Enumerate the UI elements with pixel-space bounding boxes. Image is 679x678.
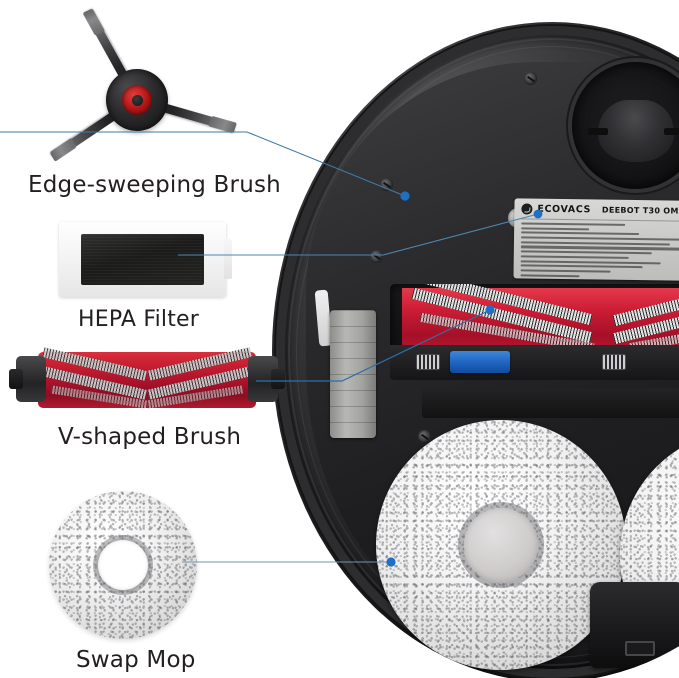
brand-name: ECOVACS [537,203,592,216]
filter-pull-tab [224,239,232,279]
drive-wheel [587,99,679,162]
brush-roller-body [38,347,256,409]
brush-end-cap [248,356,285,402]
mop-center-hole [98,540,148,590]
main-brush-bay [390,284,679,380]
brush-v-bristles [38,347,256,409]
label-edge-sweeping-brush: Edge-sweeping Brush [28,172,281,198]
v-shaped-brush-photo [9,344,285,416]
mop-module-bracket [590,582,679,668]
mop-hub [464,508,538,582]
screw [524,72,537,85]
screw [418,430,431,443]
brush-release-latch[interactable] [450,351,510,373]
installed-mop-pad-left [376,420,626,670]
wheel-axle-tab [663,128,679,136]
filter-mesh [81,234,204,285]
suction-inlet [422,388,679,418]
side-brush-hub [106,69,168,131]
spec-fine-print [520,222,679,277]
drive-wheel-well [572,62,679,189]
air-vent-icon [416,354,440,370]
side-brush-mount [330,310,376,438]
air-vent-icon [602,354,626,370]
brush-end-cap [9,356,46,402]
spec-brand-row: ECOVACS DEEBOT T30 OMNI [521,203,679,217]
ecovacs-logo-icon [521,203,533,215]
label-swap-mop: Swap Mop [76,647,196,673]
side-brush-center-pin [132,95,143,106]
brush-cover-plate [390,345,679,380]
hepa-filter-photo [59,222,232,297]
product-spec-label: ECOVACS DEEBOT T30 OMNI [513,198,679,282]
wheel-axle-tab [587,128,608,136]
model-name: DEEBOT T30 OMNI [601,205,679,216]
swap-mop-photo [49,491,197,639]
robot-vacuum-underside: ECOVACS DEEBOT T30 OMNI [272,22,679,678]
screw [370,250,383,263]
edge-sweeping-brush-photo [22,8,252,170]
label-hepa-filter: HEPA Filter [78,307,200,332]
screw [380,178,393,191]
label-v-shaped-brush: V-shaped Brush [58,424,242,450]
